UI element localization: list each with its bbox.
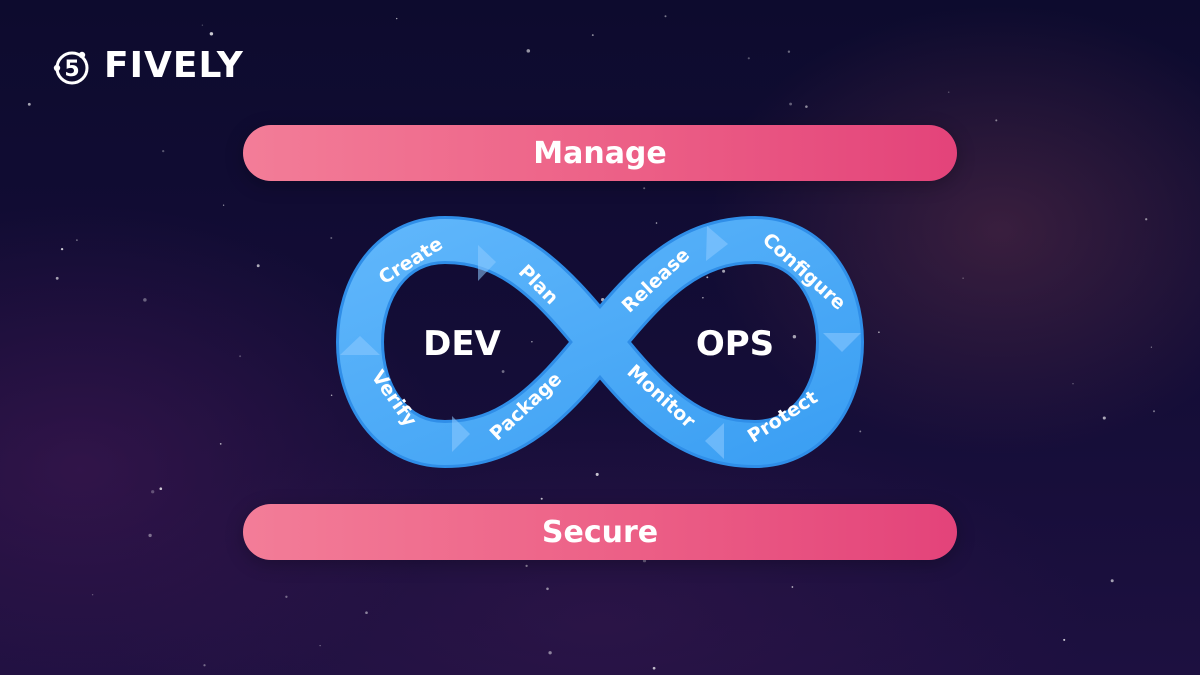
star-dot <box>540 497 543 500</box>
star-dot <box>91 594 94 596</box>
star-dot <box>1110 579 1114 583</box>
star-dot <box>330 394 333 396</box>
star-dot <box>1145 218 1148 221</box>
segment-arrow <box>705 423 724 459</box>
star-dot <box>159 487 163 491</box>
infinity-ribbon <box>339 219 861 465</box>
star-dot <box>722 269 726 273</box>
brand-name: FIVELY <box>104 45 244 86</box>
star-dot <box>652 666 656 670</box>
star-dot <box>546 587 549 591</box>
star-dot <box>747 57 750 60</box>
star-dot <box>706 276 709 279</box>
star-dot <box>143 298 147 302</box>
star-dot <box>805 105 808 108</box>
segment-arrow <box>452 416 470 452</box>
star-dot <box>791 586 794 588</box>
star-dot <box>591 34 594 37</box>
star-dot <box>1153 410 1155 413</box>
segment-arrow <box>823 333 861 352</box>
star-dot <box>148 533 152 538</box>
star-dot <box>526 49 531 53</box>
star-dot <box>60 247 64 251</box>
star-dot <box>501 370 505 373</box>
star-dot <box>525 564 528 568</box>
star-dot <box>219 443 222 445</box>
star-dot <box>789 102 793 106</box>
segment-arrow <box>706 226 728 261</box>
star-dot <box>655 222 658 224</box>
logo-mark-text: 5 <box>64 57 79 82</box>
star-dot <box>76 239 78 241</box>
star-dot <box>162 149 165 153</box>
segment-arrow <box>478 245 496 281</box>
star-dot <box>1150 346 1153 348</box>
star-dot <box>664 15 667 18</box>
star-dot <box>201 24 204 26</box>
star-dot <box>27 102 31 106</box>
star-dot <box>702 297 704 299</box>
star-dot <box>531 341 533 343</box>
star-dot <box>256 264 260 268</box>
star-dot <box>995 119 998 122</box>
star-dot <box>878 331 880 334</box>
star-dot <box>859 430 862 433</box>
star-dot <box>792 335 797 339</box>
star-dot <box>1063 638 1066 641</box>
star-dot <box>239 355 242 358</box>
star-dot <box>643 187 646 190</box>
star-dot <box>285 595 288 598</box>
star-dot <box>962 277 964 279</box>
brand-logo: 5 FIVELY <box>50 44 244 88</box>
dev-label: DEV <box>423 324 501 364</box>
segment-arrows <box>340 226 861 459</box>
secure-bar: Secure <box>243 504 957 560</box>
star-dot <box>319 644 321 647</box>
star-dot <box>203 664 206 667</box>
star-dot <box>947 91 950 93</box>
manage-bar: Manage <box>243 125 957 181</box>
star-dot <box>1072 383 1074 385</box>
ops-label: OPS <box>696 324 774 364</box>
secure-label: Secure <box>541 514 659 550</box>
star-dot <box>330 237 333 239</box>
segment-arrow <box>340 336 380 355</box>
star-dot <box>55 276 59 280</box>
star-dot <box>595 472 599 476</box>
star-dot <box>548 651 552 655</box>
star-dot <box>787 50 791 53</box>
fively-logo-icon: 5 <box>53 51 89 85</box>
star-dot <box>209 32 214 36</box>
star-dot <box>222 204 225 206</box>
star-dot <box>396 17 398 20</box>
manage-label: Manage <box>533 135 667 171</box>
star-dot <box>1102 416 1106 420</box>
star-dot <box>365 611 368 615</box>
star-dot <box>151 490 155 494</box>
